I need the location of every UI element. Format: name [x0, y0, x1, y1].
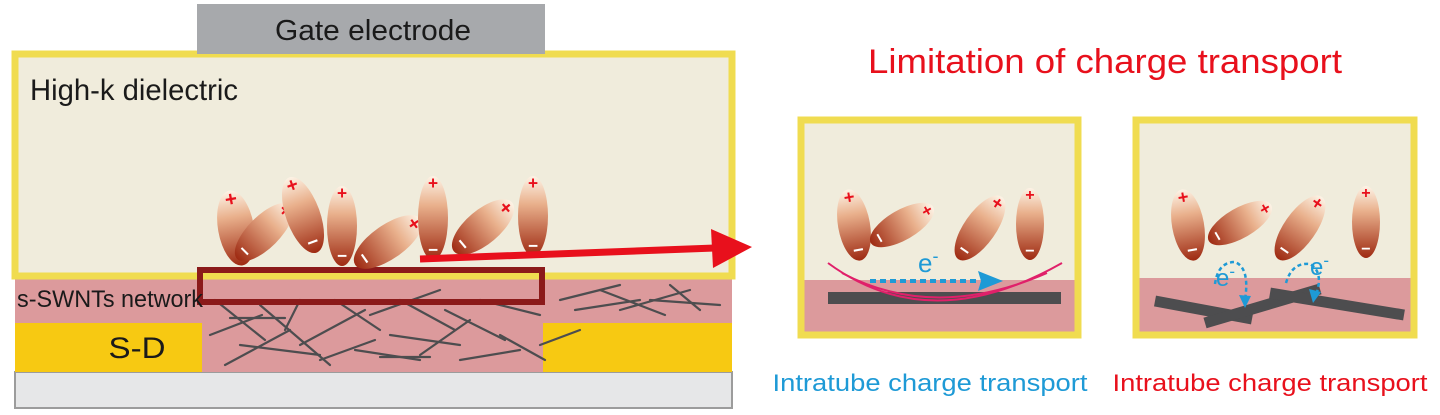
negative-charge-icon: − [337, 246, 347, 266]
device-cross-section: +−+−+−+−+−+−+−+− Gate electrode High-k d… [11, 4, 752, 409]
nanotube-segment [238, 343, 322, 357]
nanotube-segment [388, 333, 462, 347]
dipole-molecule: +− [1207, 199, 1277, 246]
dipole-body [869, 202, 935, 248]
panel-2-nanotube-c [1269, 287, 1405, 321]
positive-charge-icon: + [842, 185, 856, 208]
dielectric-label: High-k dielectric [30, 74, 238, 107]
dipole-group-panel-2: +−+−+−+− [1171, 184, 1380, 262]
dipole-group-left: +−+−+−+−+−+−+−+− [217, 173, 548, 270]
limitation-heading: Limitation of charge transport [868, 43, 1343, 81]
dipole-molecule: +− [1274, 191, 1328, 262]
nanotube-segment [458, 348, 522, 362]
electron-label-2b: e- [1310, 251, 1329, 281]
nanotube-segment [418, 318, 472, 357]
panel-1-frame [797, 116, 1082, 339]
channel-highlight-box [197, 267, 545, 305]
electron-label-1: e- [918, 246, 938, 278]
positive-charge-icon: + [428, 173, 438, 193]
panel-intratube-1: +−+−+−+− e- [797, 116, 1082, 339]
transition-arrow [419, 229, 752, 268]
dipole-molecule: +− [1352, 184, 1380, 258]
positive-charge-icon: + [223, 187, 239, 212]
nanotube-segment [558, 283, 622, 302]
network-label: s-SWNTs network [17, 286, 204, 313]
nanotube-segment [538, 328, 582, 347]
field-line-inner [841, 272, 1048, 299]
nanotube-segment [213, 298, 267, 342]
dipole-body [1274, 195, 1326, 261]
panel-1-network [801, 280, 1078, 335]
panel-2-caption: Intratube charge transport [1113, 370, 1428, 397]
dipole-molecule: +− [954, 191, 1008, 262]
dipole-body [954, 195, 1006, 261]
hop-arrow-1 [1213, 260, 1248, 301]
gate-electrode [197, 4, 545, 54]
dipole-body [281, 176, 325, 254]
dipole-body [518, 176, 548, 256]
negative-charge-icon: − [428, 240, 438, 260]
dipole-body [418, 176, 448, 260]
nanotube-segment [258, 303, 332, 367]
nanotube-segment [318, 338, 377, 362]
dipole-body [353, 215, 423, 269]
sd-label: S-D [109, 332, 166, 365]
dipole-body [451, 199, 515, 255]
dipole-body [837, 189, 871, 261]
dipole-body [234, 202, 294, 262]
source-electrode [15, 323, 202, 372]
panel-intertube-2: +−+−+−+− e- e- [1132, 116, 1418, 339]
panel-2-frame [1132, 116, 1418, 339]
intratube-arrow-head [978, 271, 1003, 291]
nanotube-segment [598, 288, 667, 317]
dipole-body [1352, 186, 1380, 258]
positive-charge-icon: + [528, 173, 538, 193]
gate-label: Gate electrode [275, 15, 471, 47]
panel-1-caption: Intratube charge transport [773, 370, 1088, 397]
negative-charge-icon: − [1185, 238, 1199, 261]
nanotube-segment [298, 308, 367, 347]
dipole-molecule: +− [518, 173, 548, 256]
dipole-molecule: +− [450, 197, 517, 256]
dipole-molecule: +− [281, 173, 325, 255]
nanotube-segment [353, 348, 422, 362]
electron-label-2a: e- [1216, 262, 1235, 292]
dipole-molecule: +− [1171, 185, 1205, 261]
hop-arrow-2-head [1309, 289, 1321, 303]
nanotube-segment [668, 283, 702, 312]
nanotube-segment [443, 308, 507, 342]
dipole-molecule: +− [869, 201, 939, 248]
dipole-body [1207, 200, 1273, 246]
dipole-body [1016, 188, 1044, 260]
positive-charge-icon: + [1176, 185, 1190, 208]
nanotube-segment [498, 333, 547, 362]
dipole-molecule: +− [327, 183, 357, 266]
dipole-body [327, 186, 357, 266]
nanotube-network [208, 283, 722, 367]
dipole-molecule: +− [418, 173, 448, 260]
substrate [14, 371, 733, 409]
nanotube-segment [648, 298, 722, 307]
dipole-molecule: +− [1016, 186, 1044, 260]
dipole-group-panel-1: +−+−+−+− [837, 185, 1044, 262]
negative-charge-icon: − [851, 238, 865, 261]
positive-charge-icon: + [1361, 184, 1370, 202]
positive-charge-icon: + [1025, 186, 1034, 204]
negative-charge-icon: − [1361, 240, 1370, 258]
hop-arrow-1-head [1239, 295, 1251, 308]
dipole-molecule: +− [837, 185, 871, 261]
drain-electrode [543, 323, 732, 372]
negative-charge-icon: − [1025, 242, 1034, 260]
negative-charge-icon: − [528, 236, 538, 256]
dipole-body [1171, 189, 1205, 261]
positive-charge-icon: + [337, 183, 347, 203]
